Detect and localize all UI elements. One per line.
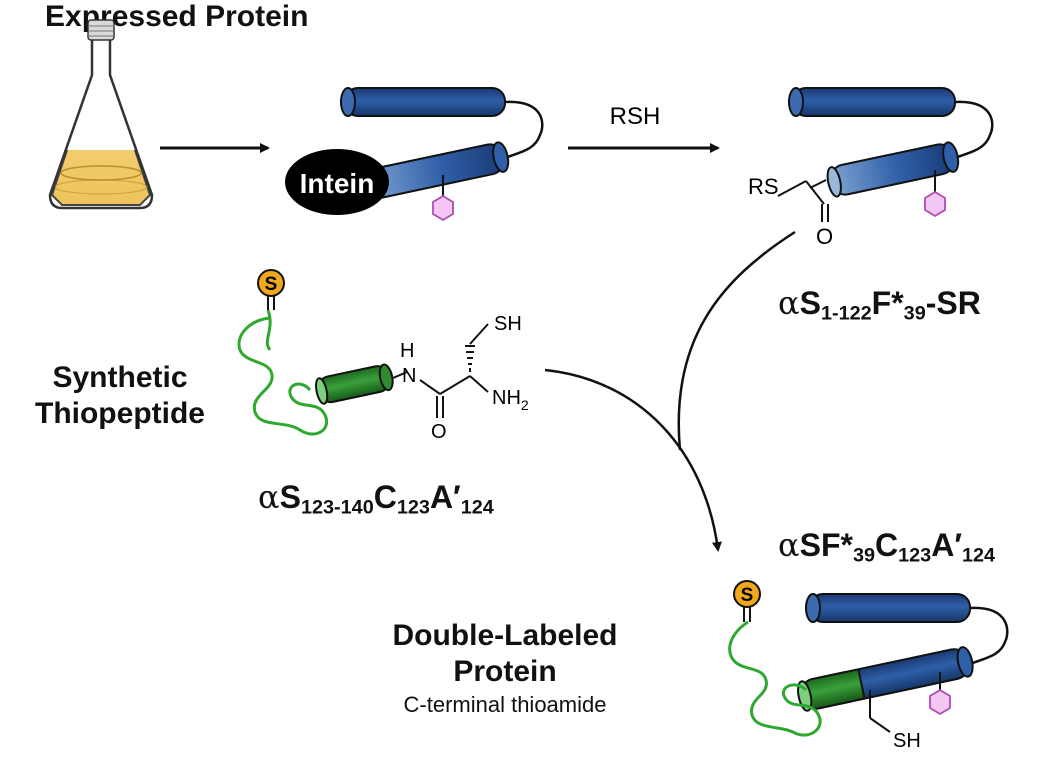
intein-fusion-protein: Intein bbox=[285, 87, 544, 222]
intein-label: Intein bbox=[300, 168, 375, 199]
sulfur-label: S bbox=[265, 274, 278, 295]
hexagon-icon bbox=[432, 194, 454, 222]
ligation-arrow-peptide bbox=[544, 368, 722, 552]
cysteine-thiol-label: SH bbox=[893, 730, 921, 752]
sulfur-atom-icon bbox=[257, 269, 285, 297]
synthetic-thiopeptide: S N H O NH2 SH bbox=[237, 269, 529, 443]
thioester-name: αS1-122F*39-SR bbox=[778, 284, 981, 325]
product-name: αSF*39C123A′124 bbox=[778, 526, 996, 567]
reagent-label: RSH bbox=[610, 103, 661, 130]
double-labeled-label: Double-Labeled Protein C-terminal thioam… bbox=[392, 619, 618, 717]
flask-icon bbox=[48, 19, 154, 210]
amide-h-label: H bbox=[400, 340, 414, 362]
synthetic-thiopeptide-label: Synthetic Thiopeptide bbox=[35, 361, 205, 430]
hexagon-icon bbox=[924, 190, 946, 218]
peptide-name: αS123-140C123A′124 bbox=[258, 478, 494, 519]
hexagon-icon bbox=[929, 688, 951, 716]
sulfur-atom-icon bbox=[733, 580, 761, 608]
thioester-protein: RS O bbox=[748, 87, 994, 249]
double-labeled-protein: SH S bbox=[728, 580, 1009, 752]
thiol-label: SH bbox=[494, 313, 522, 335]
amide-o-label: O bbox=[431, 421, 447, 443]
amide-n-label: N bbox=[402, 365, 416, 387]
sulfur-label: S bbox=[741, 585, 754, 606]
intein-blob bbox=[285, 149, 389, 215]
ligation-arrow-thioester bbox=[677, 230, 796, 451]
rs-label: RS bbox=[748, 174, 779, 199]
carbonyl-o-label: O bbox=[816, 224, 833, 249]
amine-label: NH2 bbox=[492, 387, 529, 413]
